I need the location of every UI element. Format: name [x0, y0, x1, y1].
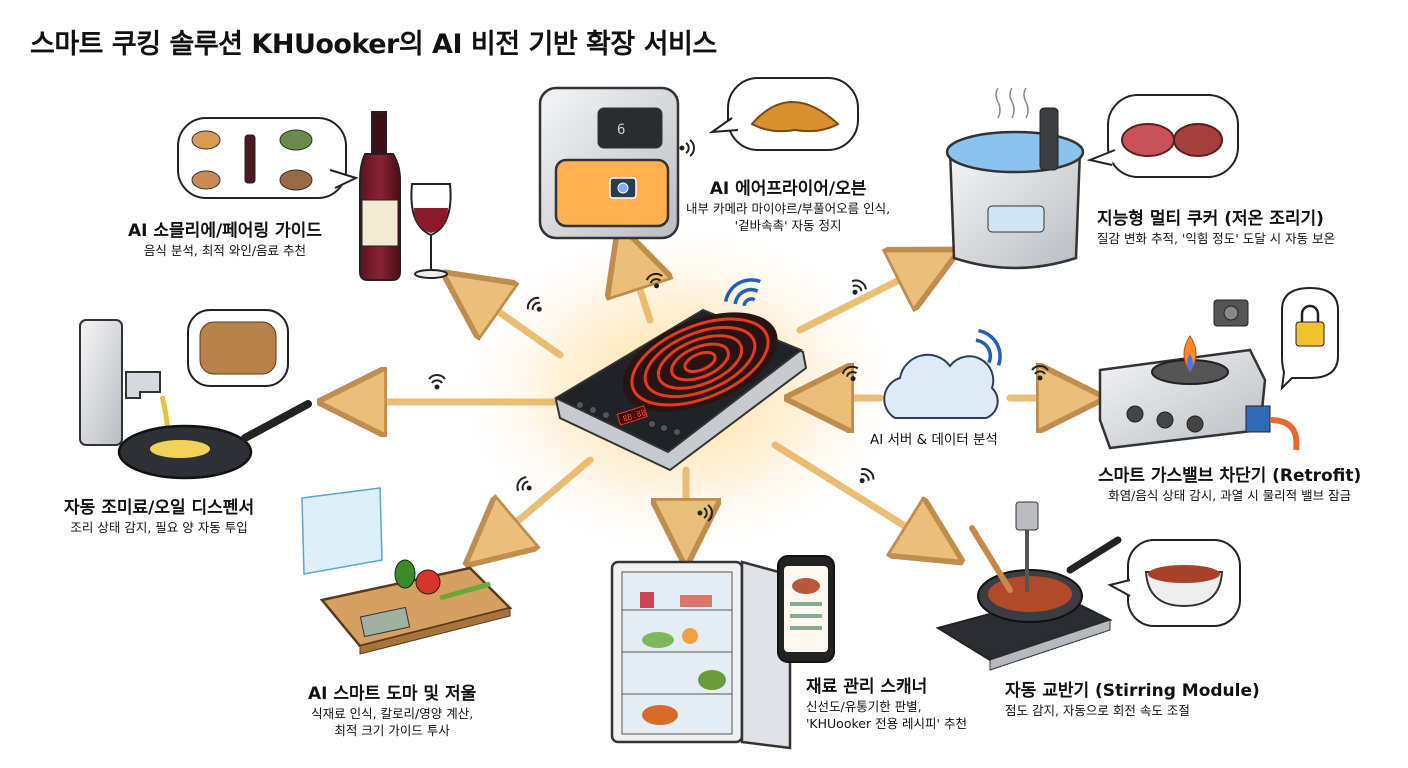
gasvalve-desc: 화염/음식 상태 감시, 과열 시 물리적 밸브 잠금 [1108, 488, 1352, 503]
arrow-multicooker [796, 262, 935, 334]
fridge-desc-2: 'KHUooker 전용 레시피' 추천 [806, 716, 967, 731]
induction-cooktop-icon: 88:88 [553, 308, 808, 472]
projected-guide-icon [301, 487, 383, 575]
stirrer-title: 자동 교반기 (Stirring Module) [1005, 681, 1260, 701]
board-desc-1: 식재료 인식, 칼로리/영양 계산, [311, 706, 474, 721]
wifi-icon [679, 139, 695, 157]
svg-text:6: 6 [617, 122, 625, 138]
page-title: 스마트 쿠킹 솔루션 KHUooker의 AI 비전 기반 확장 서비스 [30, 29, 717, 60]
fridge-title: 재료 관리 스캐너 [806, 677, 928, 697]
wifi-icon [859, 468, 875, 484]
frying-pan-icon [117, 400, 312, 480]
wifi-icon [697, 504, 713, 522]
wine-glass-icon [410, 183, 452, 279]
sommelier-desc: 음식 분석, 최적 와인/음료 추천 [143, 243, 307, 258]
dispenser-illustration [79, 309, 312, 480]
cloud-wifi-icon [975, 328, 1002, 366]
fridge-label: 재료 관리 스캐너 신선도/유통기한 판별, 'KHUooker 전용 레시피'… [806, 676, 967, 732]
multicooker-illustration [945, 87, 1239, 270]
arrow-airfryer [627, 250, 650, 324]
wifi-icon [526, 296, 542, 312]
wifi-icon [516, 476, 532, 492]
airfryer-label: AI 에어프라이어/오븐 내부 카메라 마이야르/부풀어오름 인식, '겉바속촉… [686, 178, 890, 234]
cloud-label: AI 서버 & 데이터 분석 [870, 432, 998, 448]
airfryer-desc-2: '겉바속촉' 자동 정지 [734, 218, 842, 233]
arrow-board [486, 456, 594, 548]
steak-thought-bubble-icon [1086, 94, 1239, 178]
board-illustration [301, 487, 513, 655]
dispenser-desc: 조리 상태 감지, 필요 양 자동 투입 [70, 520, 248, 535]
arrow-sommelier [465, 288, 564, 359]
wifi-icons [428, 139, 1049, 522]
airfryer-desc-1: 내부 카메라 마이야르/부풀어오름 인식, [686, 201, 891, 216]
fridge-desc-1: 신선도/유통기한 판별, [806, 699, 922, 714]
wifi-icon [851, 279, 867, 295]
gasvalve-illustration [1098, 286, 1339, 451]
board-desc-2: 최적 크기 가이드 투사 [334, 723, 450, 738]
wifi-icon [841, 365, 859, 382]
dispenser-label: 자동 조미료/오일 디스펜서 조리 상태 감지, 필요 양 자동 투입 [64, 497, 254, 536]
fridge-illustration [610, 555, 835, 750]
wine-bottle-icon [359, 111, 401, 281]
multicooker-desc: 질감 변화 추적, '익힘 정도' 도달 시 자동 보온 [1097, 231, 1336, 246]
board-label: AI 스마트 도마 및 저울 식재료 인식, 칼로리/영양 계산, 최적 크기 … [308, 683, 476, 739]
board-title: AI 스마트 도마 및 저울 [308, 684, 477, 704]
arrow-stirrer [771, 441, 940, 548]
food-thought-bubble-icon [177, 117, 359, 199]
sommelier-title: AI 소믈리에/페어링 가이드 [128, 221, 322, 241]
sommelier-label: AI 소믈리에/페어링 가이드 음식 분석, 최적 와인/음료 추천 [128, 220, 322, 259]
dispenser-title: 자동 조미료/오일 디스펜서 [64, 498, 255, 518]
wifi-icon [1031, 365, 1049, 381]
batter-thought-bubble-icon [187, 309, 289, 387]
gasvalve-label: 스마트 가스밸브 차단기 (Retrofit) 화염/음식 상태 감시, 과열 … [1098, 465, 1361, 504]
cloud-icon [883, 353, 999, 419]
gasvalve-title: 스마트 가스밸브 차단기 (Retrofit) [1098, 466, 1362, 486]
sauce-thought-bubble-icon [1107, 539, 1241, 627]
multicooker-title: 지능형 멀티 쿠커 (저온 조리기) [1097, 209, 1324, 229]
arrows [345, 250, 1078, 548]
lock-thought-bubble-icon [1280, 286, 1339, 391]
croissant-thought-bubble-icon [708, 77, 859, 151]
stirrer-illustration [935, 501, 1241, 671]
hub-wifi-icon [723, 278, 761, 307]
wifi-icon [645, 272, 663, 289]
stirrer-desc: 점도 감지, 자동으로 회전 속도 조절 [1005, 703, 1190, 718]
sommelier-illustration [177, 111, 452, 281]
wifi-icon [428, 374, 446, 390]
airfryer-title: AI 에어프라이어/오븐 [709, 179, 867, 199]
airfryer-illustration: 6 [538, 77, 859, 240]
multicooker-label: 지능형 멀티 쿠커 (저온 조리기) 질감 변화 추적, '익힘 정도' 도달 … [1097, 208, 1335, 247]
stirrer-label: 자동 교반기 (Stirring Module) 점도 감지, 자동으로 회전 … [1005, 680, 1260, 719]
